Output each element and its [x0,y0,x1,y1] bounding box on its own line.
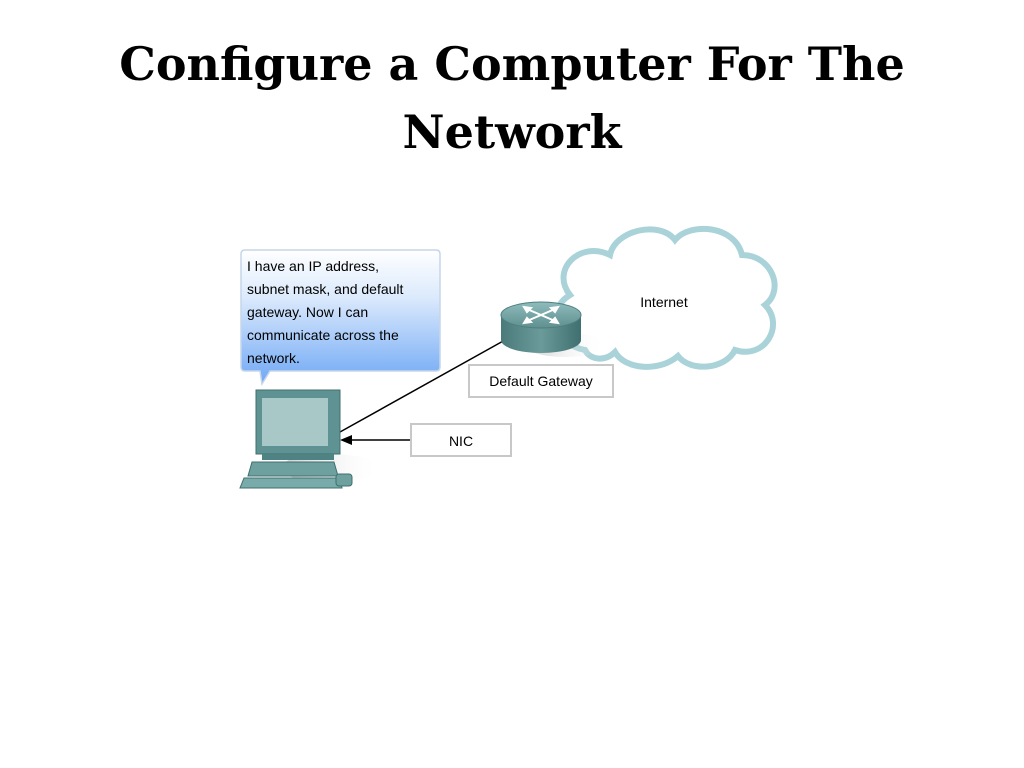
computer-icon [239,389,380,489]
speech-bubble [240,249,441,387]
speech-bubble-text: I have an IP address, subnet mask, and d… [247,258,404,366]
router-icon [500,301,605,357]
nic-box [410,423,512,457]
nic-arrow-head [340,435,352,445]
default-gateway-label: Default Gateway [489,373,593,389]
internet-label: Internet [640,294,688,310]
cloud-icon [552,225,778,370]
nic-label: NIC [448,433,474,449]
network-cable [339,339,506,433]
slide-title: Configure a Computer For The Network [119,37,905,159]
default-gateway-box [468,364,614,398]
